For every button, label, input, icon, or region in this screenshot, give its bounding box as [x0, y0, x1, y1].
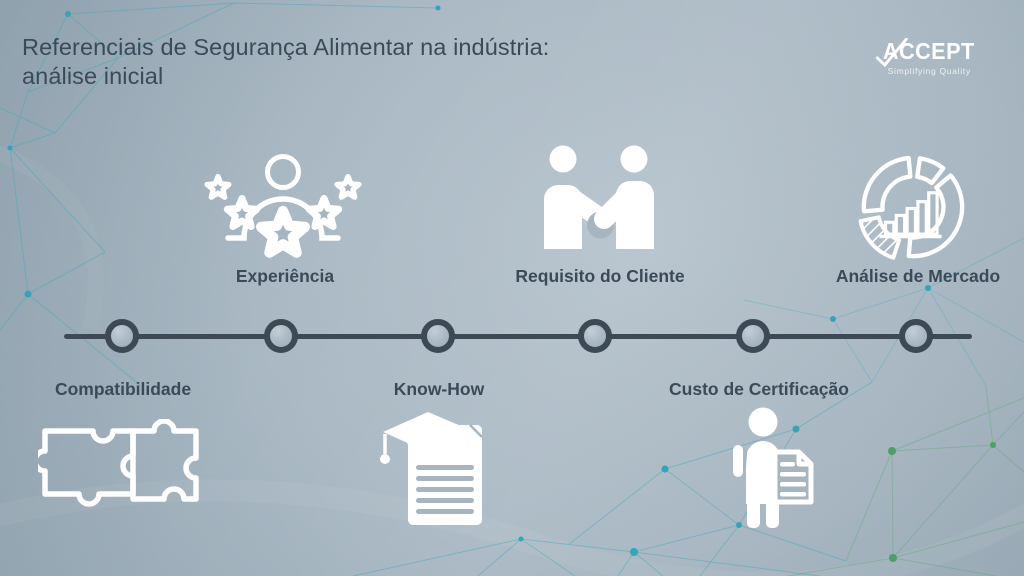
label-experiencia: Experiência: [235, 266, 335, 286]
handshake-icon: [544, 145, 654, 249]
logo-check-icon: [876, 38, 909, 68]
logo-tagline: Simplifying Quality: [887, 66, 971, 76]
label-compatibilidade: Compatibilidade: [54, 379, 192, 399]
timeline-node-3: [421, 319, 455, 353]
logo-text: ACCEPT: [883, 38, 976, 64]
title-line-1: Referenciais de Segurança Alimentar na i…: [22, 34, 550, 60]
timeline-node-4: [578, 319, 612, 353]
timeline-line: [64, 334, 972, 339]
label-custo-de-certificacao: Custo de Certificação: [669, 379, 849, 399]
timeline-node-1: [105, 319, 139, 353]
timeline-node-5: [736, 319, 770, 353]
person-stars-icon: [198, 154, 368, 268]
title-line-2: análise inicial: [22, 63, 164, 90]
label-requisito-do-cliente: Requisito do Cliente: [515, 266, 685, 286]
person-document-icon: [733, 407, 814, 528]
slide-title: Referenciais de Segurança Alimentar na i…: [22, 33, 549, 91]
label-analise-de-mercado: Análise de Mercado: [835, 266, 1001, 286]
timeline-node-6: [899, 319, 933, 353]
label-know-how: Know-How: [393, 379, 485, 399]
donut-chart-icon: [858, 155, 965, 260]
graduation-document-icon: [380, 412, 483, 525]
timeline-node-2: [264, 319, 298, 353]
puzzle-icon: [38, 419, 199, 507]
accept-logo: ACCEPT Simplifying Quality: [876, 38, 978, 76]
logo-word: ACCEPT: [876, 38, 976, 68]
